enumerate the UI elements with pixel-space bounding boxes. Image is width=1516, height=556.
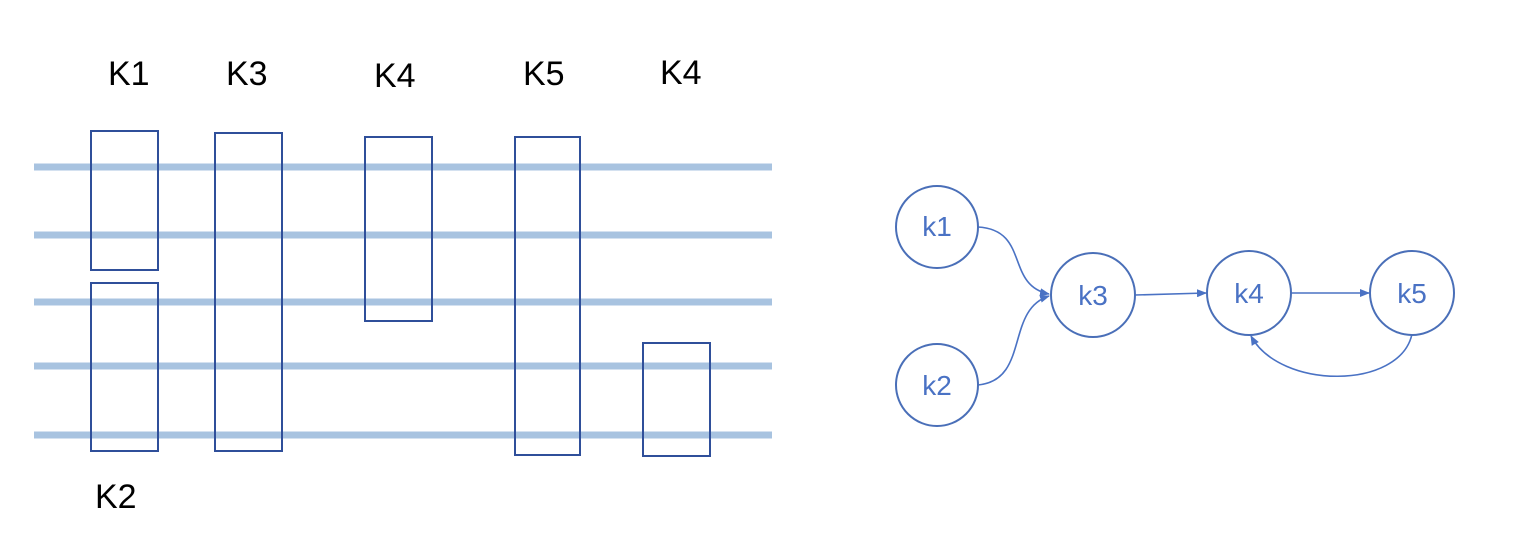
edge-k3-to-k4: [1134, 289, 1207, 298]
node-label-k1: k1: [922, 211, 952, 242]
node-circle-k5: [1369, 250, 1455, 336]
box-k4: [364, 136, 433, 322]
label-k1-top: K1: [108, 55, 150, 93]
box-k5: [514, 136, 581, 456]
box-k1: [90, 130, 159, 271]
graph-node-k3: k3: [1050, 252, 1136, 338]
label-k4-top: K4: [374, 57, 416, 95]
box-k4-second: [642, 342, 711, 457]
label-k2-bottom: K2: [95, 478, 137, 516]
node-label-k4: k4: [1234, 278, 1264, 309]
box-k3: [214, 132, 283, 452]
dependency-graph: k1 k2 k3 k4 k5: [895, 185, 1455, 427]
label-k3-top: K3: [226, 55, 268, 93]
node-circle-k1: [895, 185, 979, 269]
label-k4-second-top: K4: [660, 54, 702, 92]
node-circle-k3: [1050, 252, 1136, 338]
node-label-k5: k5: [1397, 278, 1427, 309]
edge-k5-to-k4: [1250, 333, 1413, 378]
node-circle-k4: [1206, 250, 1292, 336]
graph-node-k4: k4: [1206, 250, 1292, 336]
edge-k2-to-k3: [977, 294, 1050, 386]
node-label-k3: k3: [1078, 280, 1108, 311]
graph-node-k2: k2: [895, 343, 979, 427]
label-k5-top: K5: [523, 55, 565, 93]
graph-node-k1: k1: [895, 185, 979, 269]
node-circle-k2: [895, 343, 979, 427]
edge-k1-to-k3: [977, 226, 1050, 297]
graph-node-k5: k5: [1369, 250, 1455, 336]
box-k2: [90, 282, 159, 452]
node-label-k2: k2: [922, 370, 952, 401]
timeline-diagram: K1 K3 K4 K5 K4 K2: [34, 54, 772, 516]
